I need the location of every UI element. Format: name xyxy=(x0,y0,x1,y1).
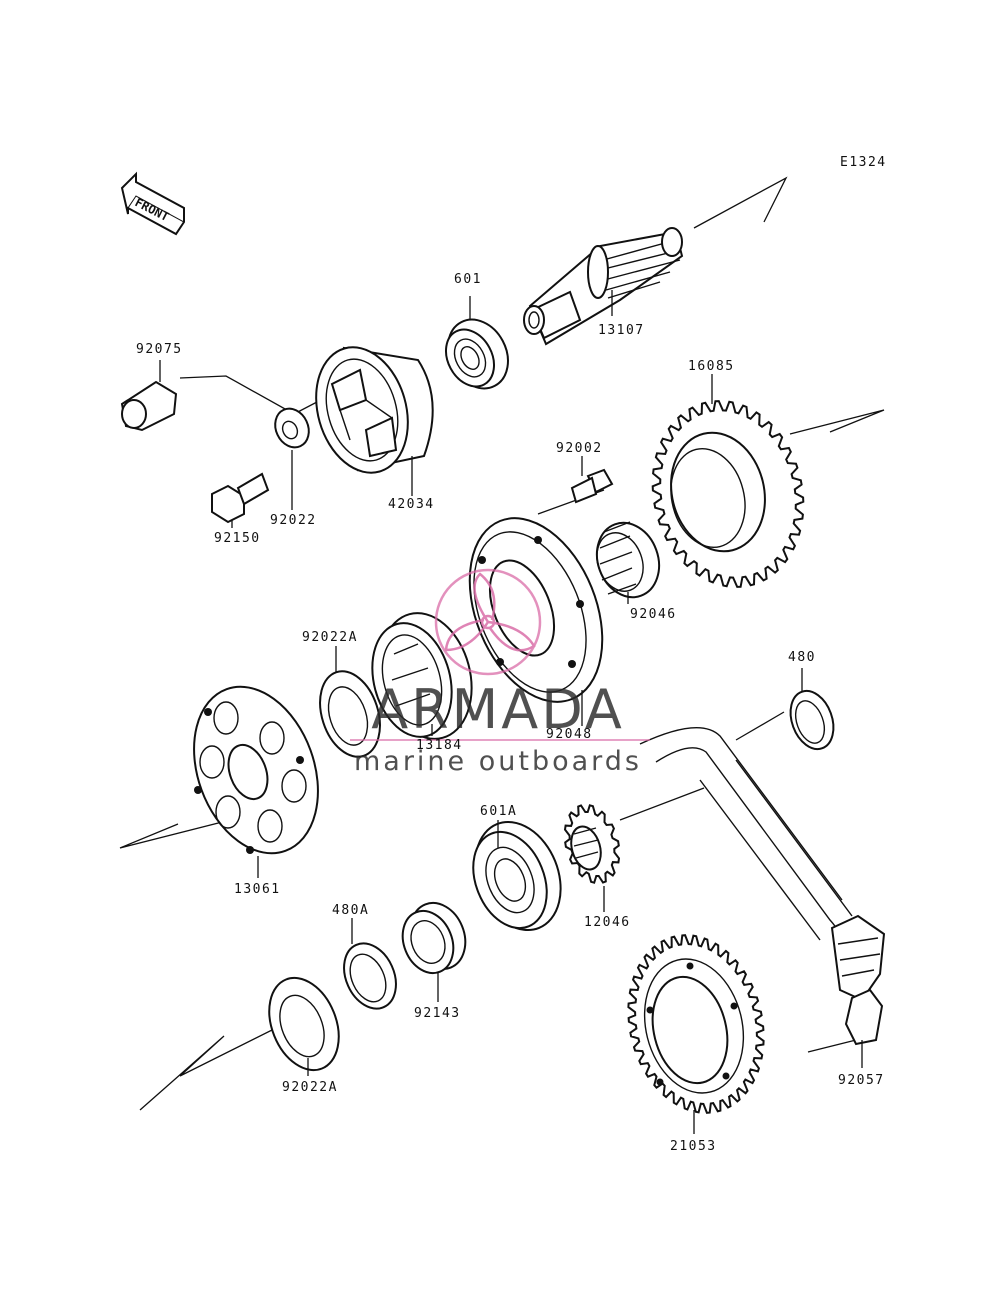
watermark-brand: ARMADA xyxy=(371,678,625,741)
label-12046: 12046 xyxy=(584,915,631,930)
clip-92075 xyxy=(120,360,178,432)
circlip-480A xyxy=(343,918,397,1010)
sprocket-12046 xyxy=(563,804,621,912)
circlip-480 xyxy=(789,668,835,751)
gear-16085 xyxy=(651,374,805,588)
collar-92143 xyxy=(401,902,467,1002)
label-13061: 13061 xyxy=(234,882,281,897)
bearing-601 xyxy=(445,296,509,390)
label-92002: 92002 xyxy=(556,441,603,456)
label-480A: 480A xyxy=(332,903,369,918)
label-13184: 13184 xyxy=(416,738,463,753)
label-13107: 13107 xyxy=(598,323,645,338)
sprocket-21053 xyxy=(627,934,765,1134)
label-92022A-bottom: 92022A xyxy=(282,1080,338,1095)
label-92022A-top: 92022A xyxy=(302,630,358,645)
propeller-logo-icon xyxy=(434,568,542,676)
label-480: 480 xyxy=(788,650,816,665)
label-92057: 92057 xyxy=(838,1073,885,1088)
label-42034: 42034 xyxy=(388,497,435,512)
part-labels: 601 13107 92075 16085 92002 42034 92150 … xyxy=(136,272,885,1154)
washer-92022 xyxy=(274,407,310,510)
label-92022: 92022 xyxy=(270,513,317,528)
bearing-601A xyxy=(472,820,562,932)
label-601A: 601A xyxy=(480,804,517,819)
needle-bearing-92046 xyxy=(595,521,661,604)
watermark-tagline: marine outboards xyxy=(354,746,642,777)
label-21053: 21053 xyxy=(670,1139,717,1154)
watermark: ARMADA marine outboards xyxy=(350,568,650,777)
label-16085: 16085 xyxy=(688,359,735,374)
label-92143: 92143 xyxy=(414,1006,461,1021)
screw-92002 xyxy=(570,456,614,504)
chain-92057 xyxy=(639,726,886,1068)
washer-92022A-top xyxy=(319,646,381,758)
label-92046: 92046 xyxy=(630,607,677,622)
front-arrow-icon: FRONT xyxy=(120,171,185,236)
one-way-clutch-13184 xyxy=(371,612,473,740)
label-601: 601 xyxy=(454,272,482,287)
label-92048: 92048 xyxy=(546,727,593,742)
washer-92022A-bottom xyxy=(268,976,340,1076)
label-92075: 92075 xyxy=(136,342,183,357)
shaft-13107 xyxy=(523,227,684,346)
housing-42034 xyxy=(315,346,434,496)
label-92150: 92150 xyxy=(214,531,261,546)
hub-13061 xyxy=(193,685,319,878)
bolt-92150 xyxy=(211,472,270,528)
diagram-code: E1324 xyxy=(840,155,887,170)
